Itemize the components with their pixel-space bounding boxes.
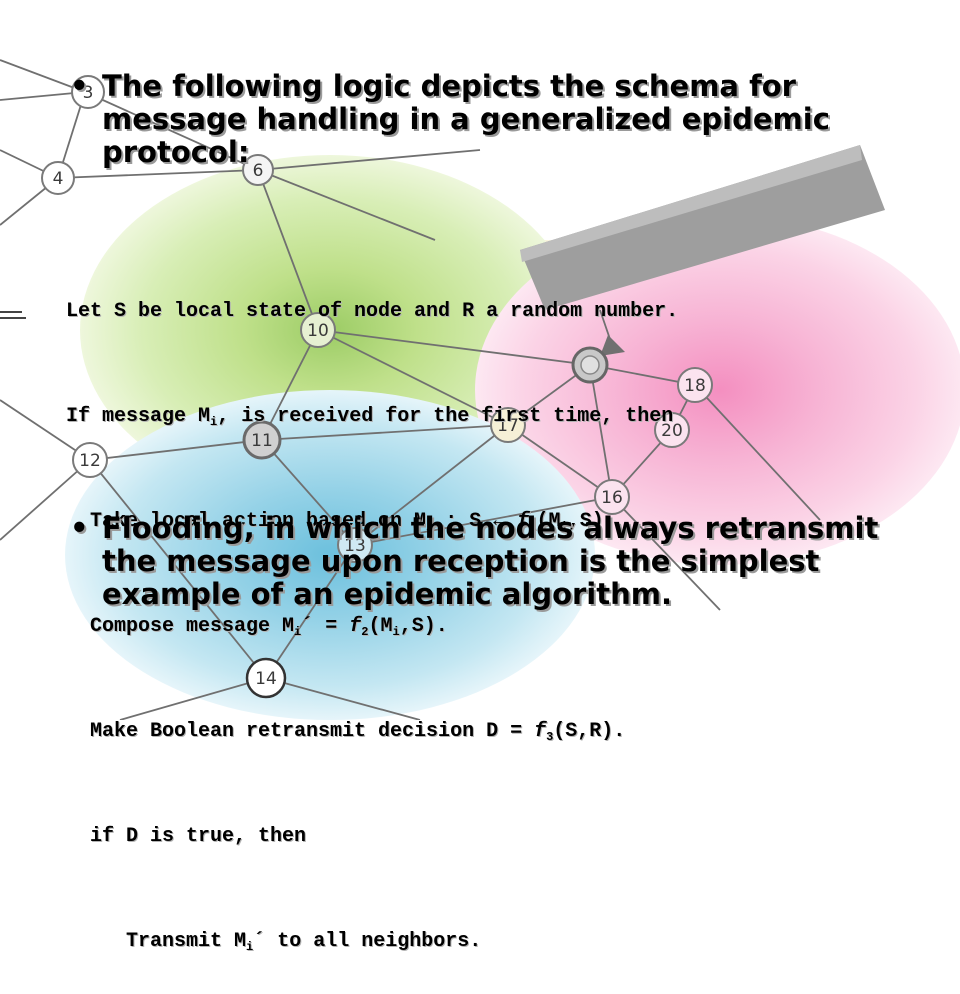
subscript: i: [560, 520, 568, 534]
code-line-7: Transmit Mi´ to all neighbors.: [66, 924, 946, 959]
node-18: 18: [677, 367, 713, 403]
node-10: 10: [300, 312, 336, 348]
function-symbol: f: [505, 510, 530, 533]
bullet-marker: •: [70, 69, 89, 103]
node-6-label: 6: [253, 161, 264, 181]
node-11-label: 11: [251, 431, 273, 451]
function-symbol: f: [349, 615, 362, 638]
node-14: 14: [245, 657, 287, 699]
blue-zone: [65, 390, 595, 720]
code-line-1: Let S be local state of node and R a ran…: [66, 294, 946, 329]
node-13-label: 13: [344, 536, 366, 556]
subscript: 1: [529, 520, 537, 534]
code-line-3-part-c: (M: [536, 510, 561, 533]
code-line-6: if D is true, then: [66, 819, 946, 854]
code-line-7-part-a: Transmit M: [66, 930, 247, 953]
code-line-2-part-b: , is received for the first time, then: [217, 405, 674, 428]
coverage-zones: [65, 155, 960, 720]
grey-bar: [520, 145, 885, 310]
code-line-5: Make Boolean retransmit decision D = f3(…: [66, 714, 946, 749]
code-line-4-part-c: (M: [368, 615, 393, 638]
code-line-4-part-a: Compose message M: [66, 615, 295, 638]
node-20-label: 20: [661, 421, 683, 441]
code-line-3-part-b: : S: [433, 510, 494, 533]
code-line-4-part-d: ,S).: [399, 615, 448, 638]
bullet-flooding-text: Flooding, in which the nodes always retr…: [102, 511, 879, 611]
node-11: 11: [242, 420, 282, 460]
subscript: 2: [361, 625, 369, 639]
network-background: 3 4 6 10 11 12 13 14 16 17 18 20: [0, 59, 960, 720]
code-line-4: Compose message Mi´ = f2(Mi,S).: [66, 609, 946, 644]
node-10-label: 10: [307, 321, 329, 341]
node-16-label: 16: [601, 488, 623, 508]
arrow-head: [600, 335, 625, 356]
node-13: 13: [337, 527, 373, 563]
node-12-label: 12: [79, 451, 101, 471]
node-4-label: 4: [53, 169, 64, 189]
subscript: i: [246, 940, 254, 954]
left-edge-mark: [0, 311, 26, 319]
bullet-flooding: • Flooding, in which the nodes always re…: [70, 512, 930, 611]
bullet-marker: •: [70, 511, 89, 545]
node-18-label: 18: [684, 376, 706, 396]
node-12: 12: [72, 442, 108, 478]
node-17: 17: [490, 407, 526, 443]
node-3: 3: [71, 75, 105, 109]
code-line-5-part-a: Make Boolean retransmit decision D =: [66, 720, 535, 743]
node-16: 16: [594, 479, 630, 515]
code-line-1-text: Let S be local state of node and R a ran…: [66, 300, 679, 323]
left-arrow-symbol: ←: [493, 510, 506, 533]
node-14-label: 14: [255, 669, 277, 689]
bullet-intro-text: The following logic depicts the schema f…: [102, 69, 830, 169]
node-3-label: 3: [83, 83, 94, 103]
network-nodes: 3 4 6 10 11 12 13 14 16 17 18 20: [41, 75, 713, 699]
code-line-5-part-b: (S,R).: [553, 720, 626, 743]
code-line-3: Take local action based on Mi : S ← f1(M…: [66, 504, 946, 539]
code-line-2: If message Mi, is received for the first…: [66, 399, 946, 434]
code-line-3-part-d: ,S).: [567, 510, 616, 533]
function-symbol: f: [534, 720, 547, 743]
node-17-label: 17: [497, 416, 519, 436]
code-line-2-part-a: If message M: [66, 405, 211, 428]
node-6: 6: [242, 154, 274, 186]
code-line-7-part-b: ´ to all neighbors.: [253, 930, 482, 953]
subscript: i: [426, 520, 434, 534]
code-line-4-part-b: ´ =: [301, 615, 350, 638]
node-unlabeled: [571, 346, 609, 384]
subscript: i: [210, 415, 218, 429]
code-line-6-text: if D is true, then: [66, 825, 307, 848]
pink-zone: [475, 215, 960, 565]
subscript: i: [294, 625, 302, 639]
subscript: 3: [546, 730, 554, 744]
bullet-intro: • The following logic depicts the schema…: [70, 70, 930, 169]
node-4: 4: [41, 161, 75, 195]
node-20: 20: [654, 412, 690, 448]
subscript: i: [392, 625, 400, 639]
code-line-3-part-a: Take local action based on M: [66, 510, 427, 533]
